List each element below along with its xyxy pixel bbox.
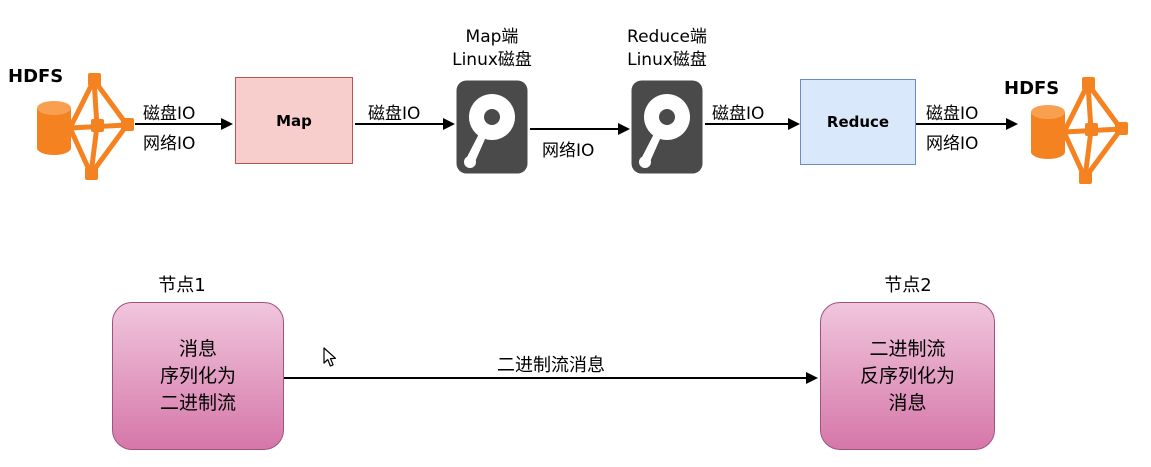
node1-text-line2: 序列化为 [159, 364, 236, 387]
node1-text-line1: 消息 [178, 337, 217, 360]
hdfs-left-icon [37, 73, 134, 180]
map-disk-icon [456, 80, 528, 174]
node2-text-line3: 消息 [888, 391, 927, 414]
arrow-reduce-to-hdfs [916, 123, 1006, 125]
map-disk-title-line1: Map端 [465, 27, 519, 47]
hdfs-left-label: HDFS [8, 66, 64, 87]
network-io-label-3: 网络IO [926, 134, 979, 154]
arrow-reduce-disk-to-reduce [705, 123, 788, 125]
reduce-disk-title-line2: Linux磁盘 [627, 50, 707, 70]
node2-text-line1: 二进制流 [869, 337, 946, 360]
arrow-node1-to-node2 [284, 377, 806, 379]
hdfs-right-label: HDFS [1004, 78, 1060, 99]
arrow-map-disk-to-reduce-disk [530, 128, 618, 130]
arrow-map-to-map-disk [355, 123, 443, 125]
reduce-box: Reduce [800, 79, 916, 165]
mouse-cursor-icon [323, 347, 337, 367]
reduce-disk-title-line1: Reduce端 [627, 27, 707, 47]
node1-text-line3: 二进制流 [159, 391, 236, 414]
disk-io-label-3: 磁盘IO [712, 104, 765, 124]
reduce-disk-icon [631, 80, 703, 174]
node1-box: 消息 序列化为 二进制流 [112, 302, 284, 450]
disk-io-label-4: 磁盘IO [926, 104, 979, 124]
node2-title: 节点2 [884, 275, 932, 296]
node2-text-line2: 反序列化为 [859, 364, 955, 387]
hdfs-right-icon [1031, 77, 1128, 184]
map-box: Map [235, 77, 353, 164]
network-io-label-1: 网络IO [143, 134, 196, 154]
disk-io-label-1: 磁盘IO [143, 104, 196, 124]
binary-stream-message-label: 二进制流消息 [497, 355, 605, 376]
node2-box: 二进制流 反序列化为 消息 [820, 302, 995, 450]
disk-io-label-2: 磁盘IO [368, 104, 421, 124]
map-disk-title-line2: Linux磁盘 [452, 50, 532, 70]
network-io-label-2: 网络IO [542, 141, 595, 161]
map-disk-title: Map端 Linux磁盘 [427, 26, 557, 72]
node1-title: 节点1 [158, 275, 206, 296]
reduce-disk-title: Reduce端 Linux磁盘 [602, 26, 732, 72]
arrow-hdfs-to-map [135, 123, 221, 125]
